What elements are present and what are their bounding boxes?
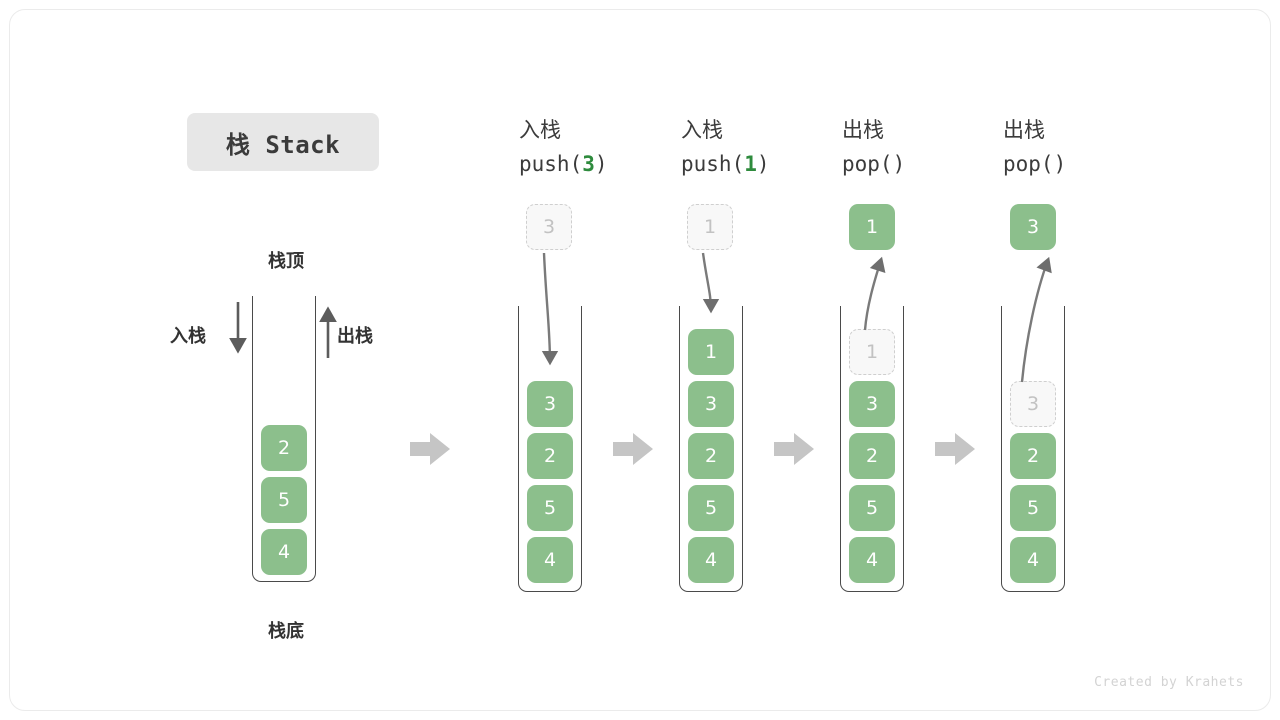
stage-header-suffix: ) (1053, 152, 1067, 176)
stage-header-prefix: push( (519, 152, 583, 176)
stage-header-line1: 入栈 (681, 118, 723, 142)
stack-cell: 4 (849, 537, 895, 583)
title-badge: 栈 Stack (187, 113, 379, 171)
transition-arrow (935, 433, 975, 465)
stage-header-prefix: push( (681, 152, 745, 176)
stage-header-line2: push(3) (519, 147, 608, 181)
stage-header-pop-1: 出栈 pop() (842, 113, 905, 181)
push-1-flow-arrow (701, 252, 720, 314)
push-side-label: 入栈 (170, 326, 206, 347)
stage-header-line2: pop() (1003, 147, 1066, 181)
stack-cell: 4 (527, 537, 573, 583)
stack-bottom-label: 栈底 (268, 621, 304, 642)
stack-cell: 5 (261, 477, 307, 523)
stack-container-push-1 (679, 306, 743, 592)
stack-cell: 2 (261, 425, 307, 471)
stage-header-line1: 入栈 (519, 118, 561, 142)
stack-container-initial (252, 296, 316, 582)
stage-header-pop-3: 出栈 pop() (1003, 113, 1066, 181)
stage-header-line1: 出栈 (842, 118, 884, 142)
stack-cell: 5 (527, 485, 573, 531)
stack-cell: 4 (261, 529, 307, 575)
floating-element-push-3: 3 (526, 204, 572, 250)
stack-cell: 5 (688, 485, 734, 531)
stage-header-prefix: pop( (1003, 152, 1054, 176)
diagram-canvas: 栈 Stack 栈顶 入栈 出栈 2 5 4 栈底 入栈 push(3) 3 3… (10, 10, 1272, 712)
stack-cell: 4 (1010, 537, 1056, 583)
stage-header-line2: push(1) (681, 147, 770, 181)
stage-header-arg: 1 (744, 152, 757, 176)
stage-header-line1: 出栈 (1003, 118, 1045, 142)
transition-arrow (613, 433, 653, 465)
stack-cell: 5 (849, 485, 895, 531)
stack-cell-removed: 1 (849, 329, 895, 375)
floating-element-pop-3: 3 (1010, 204, 1056, 250)
stack-top-label: 栈顶 (268, 251, 304, 272)
stack-container-pop-1 (840, 306, 904, 592)
floating-element-pop-1: 1 (849, 204, 895, 250)
diagram-card: 栈 Stack 栈顶 入栈 出栈 2 5 4 栈底 入栈 push(3) 3 3… (9, 9, 1271, 711)
stage-header-arg: 3 (582, 152, 595, 176)
stage-header-suffix: ) (892, 152, 906, 176)
stack-cell: 1 (688, 329, 734, 375)
stage-header-suffix: ) (594, 152, 608, 176)
stage-header-suffix: ) (756, 152, 770, 176)
stack-container-pop-3 (1001, 306, 1065, 592)
stack-cell: 2 (1010, 433, 1056, 479)
stage-header-prefix: pop( (842, 152, 893, 176)
stage-header-push-1: 入栈 push(1) (681, 113, 770, 181)
stage-header-push-3: 入栈 push(3) (519, 113, 608, 181)
stack-cell: 2 (527, 433, 573, 479)
stack-cell: 2 (849, 433, 895, 479)
transition-arrow (774, 433, 814, 465)
pop-side-label: 出栈 (337, 326, 373, 347)
stack-cell: 4 (688, 537, 734, 583)
stack-cell-removed: 3 (1010, 381, 1056, 427)
stack-cell: 3 (688, 381, 734, 427)
stage-header-line2: pop() (842, 147, 905, 181)
stack-cell: 3 (849, 381, 895, 427)
footer-credit: Created by Krahets (1094, 675, 1244, 690)
stack-container-push-3 (518, 306, 582, 592)
stack-cell: 2 (688, 433, 734, 479)
transition-arrow (410, 433, 450, 465)
stack-cell: 3 (527, 381, 573, 427)
stack-cell: 5 (1010, 485, 1056, 531)
floating-element-push-1: 1 (687, 204, 733, 250)
